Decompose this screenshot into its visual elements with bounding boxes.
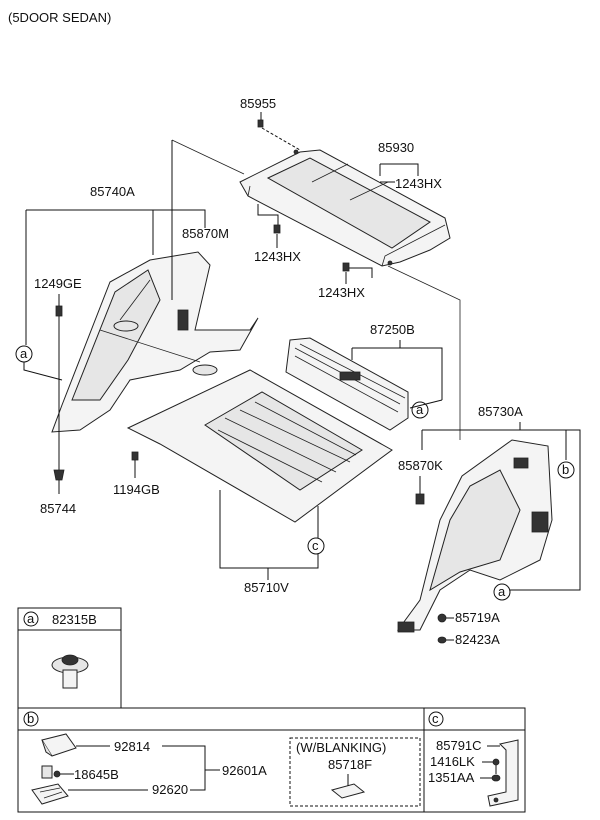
callout-c-label: c [312,538,319,553]
label-92601a: 92601A [222,763,267,778]
left-trim-85740a [51,251,259,433]
detail-c: c 85791C 1416LK 1351AA [423,707,526,813]
label-1194gb: 1194GB [113,482,160,497]
label-85710v: 85710V [244,580,289,595]
clip-85744 [53,469,65,494]
label-1351aa: 1351AA [428,770,475,785]
screw-85955 [257,112,301,151]
grommet-82315b [51,654,89,689]
clip-85870k [415,476,425,505]
detail-b-key: b [27,711,34,726]
floor-mat-85710v [126,369,393,523]
clip-82423a [437,636,454,644]
bulb-18645b [41,765,61,779]
cover-87250b [285,337,409,431]
label-85730a: 85730A [478,404,523,419]
package-tray-85930 [239,149,451,267]
label-1416lk: 1416LK [430,754,475,769]
label-85744: 85744 [40,501,76,516]
label-92620: 92620 [152,782,188,797]
detail-a-key: a [27,611,35,626]
detail-a: a 82315B [17,607,122,709]
clip-1243hx-b [257,204,281,234]
label-blanking-variant: (W/BLANKING) [296,740,386,755]
detail-c-key: c [432,711,439,726]
label-1243hx-a: 1243HX [395,176,442,191]
label-92814: 92814 [114,739,150,754]
label-1243hx-b: 1243HX [254,249,301,264]
label-85719a: 85719A [455,610,500,625]
callout-a-cover-label: a [416,402,424,417]
clip-85719a [437,613,454,623]
label-85870k: 85870K [398,458,443,473]
callout-b [557,461,575,479]
bracket-85791c [487,739,519,807]
label-85930: 85930 [378,140,414,155]
label-82315b: 82315B [52,612,97,627]
label-85740a: 85740A [90,184,135,199]
label-85870m: 85870M [182,226,229,241]
label-85718f: 85718F [328,757,372,772]
diagram-title: (5DOOR SEDAN) [8,10,111,25]
label-82423a: 82423A [455,632,500,647]
clip-1243hx-c [342,262,373,278]
callout-b-label: b [562,462,569,477]
callout-a-right-label: a [498,584,506,599]
label-1249ge: 1249GE [34,276,82,291]
callout-c [307,537,325,555]
callout-a-left-label: a [20,346,28,361]
blanking-variant-box [289,737,421,807]
clip-1194gb [131,451,139,478]
label-18645b: 18645B [74,767,119,782]
right-trim-85730a [397,439,553,633]
detail-b: b 92814 18645B 92620 92601A (W/BLANKING)… [17,707,425,813]
callout-a-right [493,583,511,601]
label-87250b: 87250B [370,322,415,337]
blanking-cap-85718f [330,783,366,799]
lamp-92620 [31,783,69,805]
label-85791c: 85791C [436,738,482,753]
cover-92814 [41,733,77,757]
label-85955: 85955 [240,96,276,111]
label-1243hx-c: 1243HX [318,285,365,300]
bolt-1249ge [55,294,63,470]
